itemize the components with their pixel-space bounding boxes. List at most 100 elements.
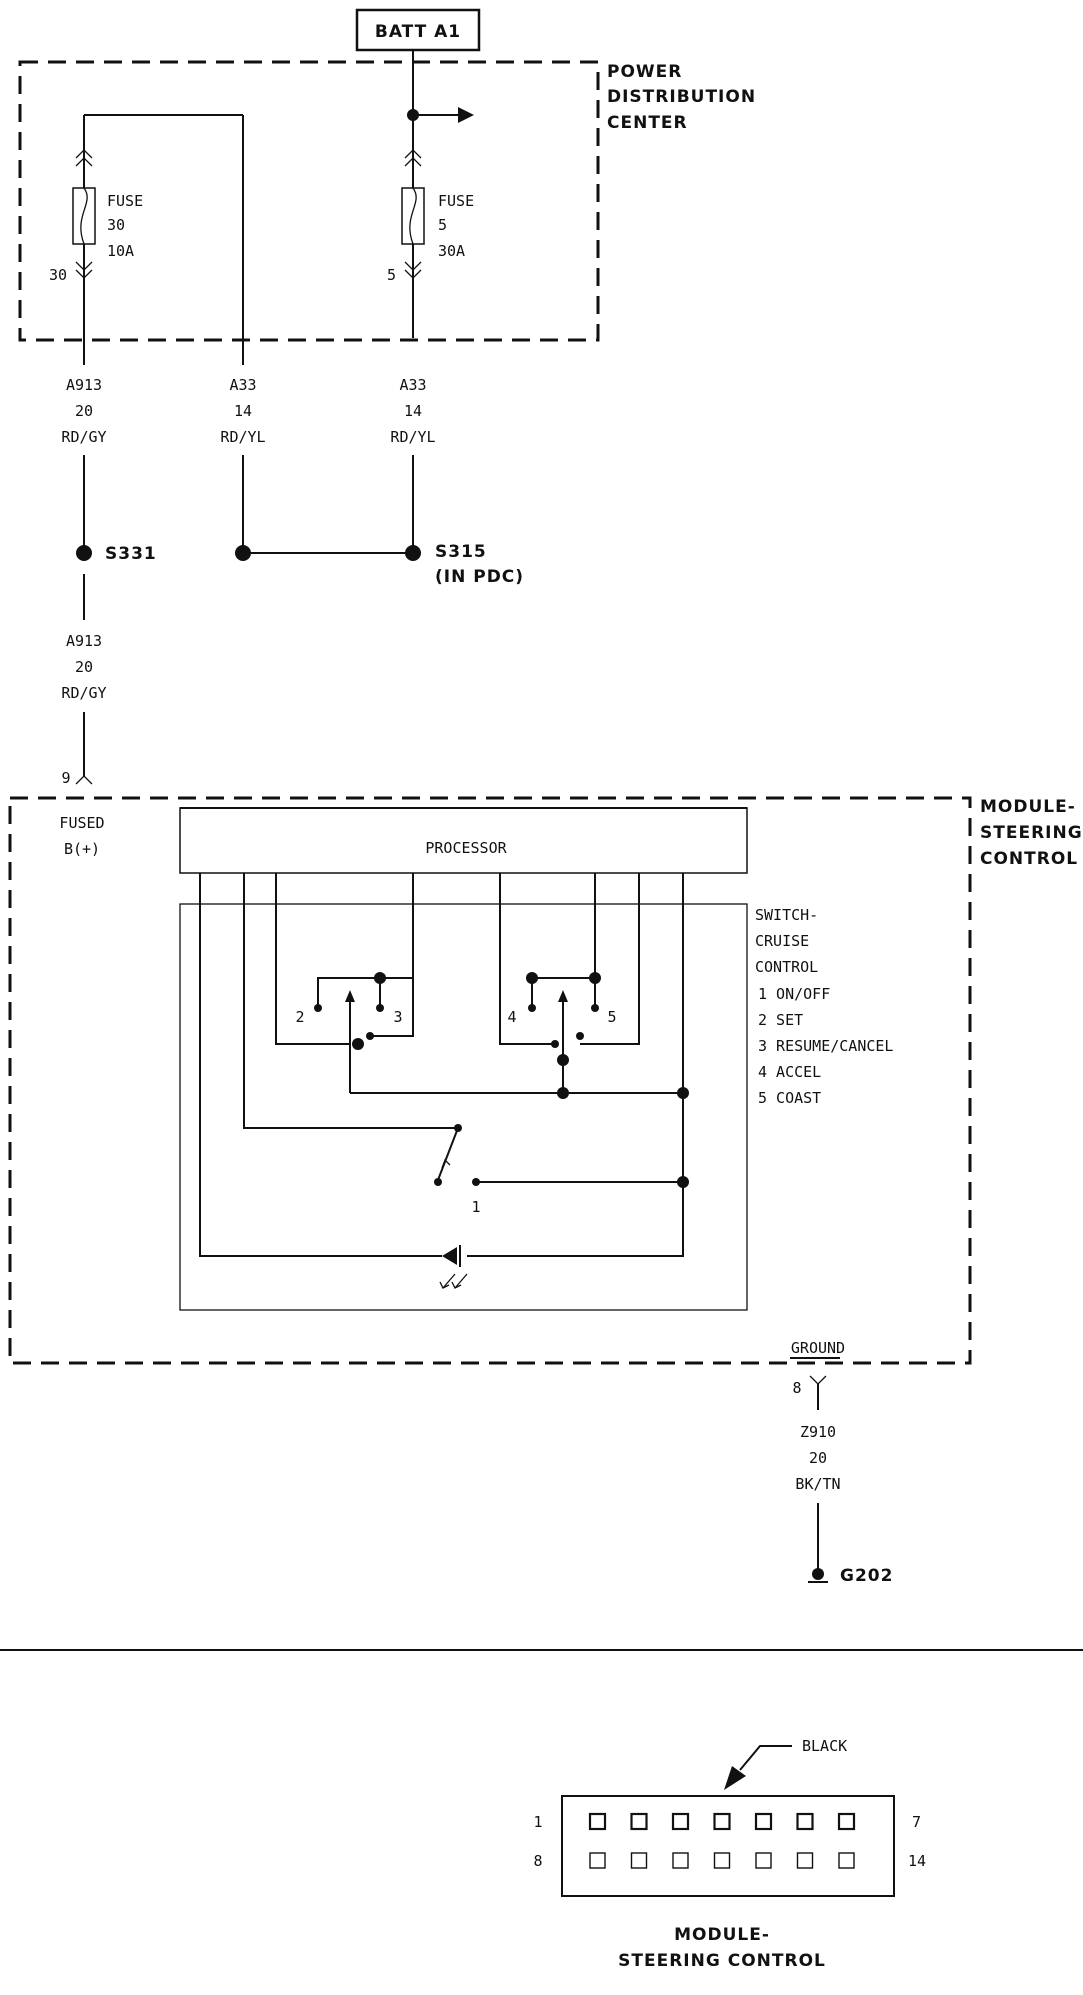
splice-s331-dot — [76, 545, 92, 561]
led-icon — [442, 1247, 457, 1265]
switch-pos-1: 1 ON/OFF — [758, 985, 830, 1003]
svg-text:20: 20 — [75, 402, 93, 420]
svg-text:CRUISE: CRUISE — [755, 932, 809, 950]
splice-s315-dot — [405, 545, 421, 561]
connector-color-label: BLACK — [802, 1737, 847, 1755]
module-label-3: CONTROL — [980, 849, 1078, 869]
svg-text:20: 20 — [75, 658, 93, 676]
ground-pin-label: 8 — [792, 1379, 801, 1397]
fuse-5-word: FUSE — [438, 192, 474, 210]
ground-pin-chevron — [809, 1375, 827, 1385]
fused-label-2: B(+) — [64, 840, 100, 858]
fuse-5-symbol — [401, 187, 425, 245]
svg-text:A33: A33 — [229, 376, 256, 394]
svg-text:A913: A913 — [66, 376, 102, 394]
connector-cavity — [796, 1852, 814, 1869]
wire-label-a33-left: A33 14 RD/YL — [220, 376, 265, 446]
connector-cavity — [754, 1812, 773, 1831]
pdc-label-1: POWER — [607, 62, 682, 82]
connector-title-1: MODULE- — [674, 1925, 770, 1945]
ground-g202-dot — [812, 1568, 824, 1580]
ground-g202-label: G202 — [840, 1566, 893, 1586]
fuse-30-symbol — [72, 187, 96, 245]
splice-s315-label: S315 — [435, 542, 487, 562]
wire-label-a913-top: A913 20 RD/GY — [61, 376, 106, 446]
module-label-1: MODULE- — [980, 797, 1076, 817]
switch-internal-wiring: 1 2 3 — [199, 873, 689, 1289]
wire-label-a33-right: A33 14 RD/YL — [390, 376, 435, 446]
fuse-5-rating: 30A — [438, 242, 465, 260]
switch-contact-4: 4 — [507, 1008, 516, 1026]
connector-cavity — [837, 1812, 856, 1831]
svg-text:14: 14 — [404, 402, 422, 420]
connector-cavity — [672, 1852, 689, 1869]
switch-title: SWITCH- CRUISE CONTROL — [755, 906, 818, 976]
svg-text:20: 20 — [809, 1449, 827, 1467]
wire-label-z910: Z910 20 BK/TN — [795, 1423, 840, 1493]
connector-color-arrow — [724, 1766, 746, 1790]
svg-text:A33: A33 — [399, 376, 426, 394]
svg-text:14: 14 — [234, 402, 252, 420]
svg-text:Z910: Z910 — [800, 1423, 836, 1441]
switch-pos-3: 3 RESUME/CANCEL — [758, 1037, 893, 1055]
connector-cavity — [796, 1812, 814, 1831]
switch-contact-3: 3 — [393, 1008, 402, 1026]
svg-text:RD/GY: RD/GY — [61, 684, 106, 702]
fuse-30-rating: 10A — [107, 242, 134, 260]
connector-pin-8: 8 — [533, 1852, 542, 1870]
connector-chevron-bottom-fuse30 — [75, 261, 93, 279]
wire-label-a913-bottom: A913 20 RD/GY — [61, 632, 106, 702]
switch-pos-4: 4 ACCEL — [758, 1063, 821, 1081]
pdc-boundary — [18, 60, 600, 342]
switch-contact-1: 1 — [471, 1198, 480, 1216]
fuse-30-word: FUSE — [107, 192, 143, 210]
svg-text:A913: A913 — [66, 632, 102, 650]
connector-cavity — [588, 1812, 607, 1831]
processor-label: PROCESSOR — [425, 839, 507, 857]
svg-text:RD/GY: RD/GY — [61, 428, 106, 446]
svg-text:RD/YL: RD/YL — [220, 428, 265, 446]
connector-chevron-top-fuse30 — [75, 149, 93, 167]
connector-pin-7: 7 — [912, 1813, 921, 1831]
switch-pos-5: 5 COAST — [758, 1089, 821, 1107]
bus-arrow — [458, 107, 474, 123]
pdc-label-2: DISTRIBUTION — [607, 87, 756, 107]
connector-body — [561, 1795, 895, 1897]
svg-text:SWITCH-: SWITCH- — [755, 906, 818, 924]
svg-text:RD/YL: RD/YL — [390, 428, 435, 446]
fuse-5-number: 5 — [438, 216, 447, 234]
battery-label: BATT A1 — [375, 22, 461, 42]
switch-box — [179, 903, 748, 1311]
connector-cavity — [713, 1852, 731, 1869]
connector-pin-14: 14 — [908, 1852, 926, 1870]
module-pin-9-chevron — [75, 775, 93, 785]
fused-label-1: FUSED — [59, 814, 104, 832]
switch-pos-2: 2 SET — [758, 1011, 803, 1029]
connector-cavity — [589, 1852, 606, 1869]
pdc-label-3: CENTER — [607, 113, 688, 133]
switch-position-list: 1 ON/OFF 2 SET 3 RESUME/CANCEL 4 ACCEL 5… — [758, 985, 893, 1107]
processor-box — [179, 807, 748, 874]
connector-cavity — [713, 1812, 731, 1831]
svg-text:CONTROL: CONTROL — [755, 958, 818, 976]
ground-label: GROUND — [791, 1339, 845, 1357]
module-boundary — [8, 796, 972, 1365]
connector-cavity — [630, 1812, 648, 1831]
battery-box — [355, 8, 481, 52]
connector-chevron-top-fuse5 — [404, 149, 422, 167]
switch-contact-2: 2 — [295, 1008, 304, 1026]
connector-pin-1: 1 — [533, 1813, 542, 1831]
connector-cavity — [755, 1852, 772, 1869]
splice-s331-label: S331 — [105, 544, 157, 564]
connector-chevron-bottom-fuse5 — [404, 261, 422, 279]
switch-contact-5: 5 — [607, 1008, 616, 1026]
connector-cavity-grid — [588, 1812, 856, 1869]
svg-text:BK/TN: BK/TN — [795, 1475, 840, 1493]
fuse-30-cavity: 30 — [49, 266, 67, 284]
connector-cavity — [671, 1812, 690, 1831]
connector-title-2: STEERING CONTROL — [618, 1951, 826, 1971]
connector-cavity — [838, 1852, 855, 1869]
splice-s315-note: (IN PDC) — [435, 567, 524, 587]
connector-cavity — [630, 1852, 648, 1869]
